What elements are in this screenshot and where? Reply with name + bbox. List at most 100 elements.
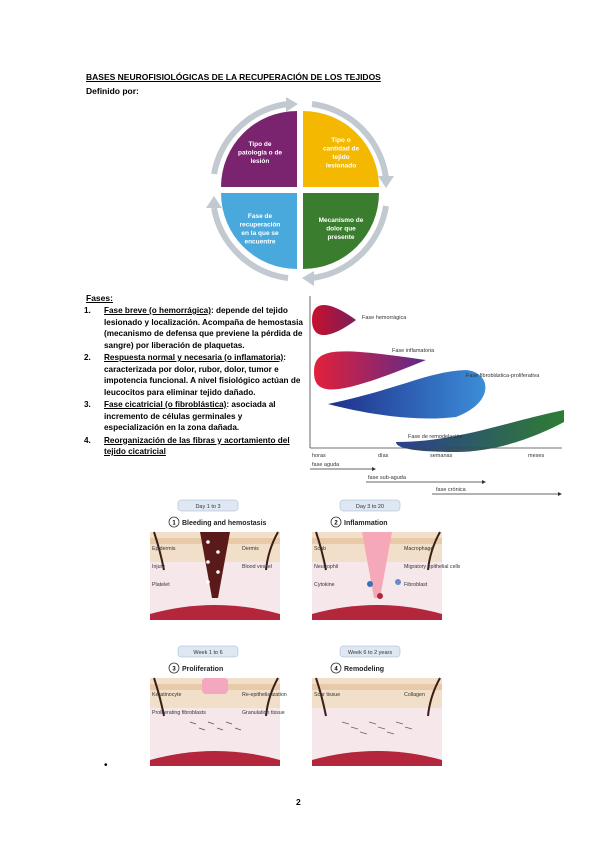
scab-wound [362,532,392,598]
platelet [206,540,210,544]
phase-shape-remodeling [396,410,564,452]
blood-vessel [312,751,442,766]
phase-number: 2. [84,353,91,362]
wound-healing-figure: Day 1 to 3 1 Bleeding and hemostasisEpider… [150,499,460,766]
arrow-head-bottom [302,271,314,286]
step-circle [330,516,342,528]
collagen-fiber [341,721,350,725]
phase-number: 3. [84,400,91,409]
healing-panel-1: Day 1 to 3 1 Bleeding and hemostasisEpider… [150,499,280,620]
collagen-fiber [350,726,359,730]
phase-description: : caracterizada por dolor, rubor, dolor,… [104,353,301,397]
phase-shape-fibroblastic [328,370,486,419]
panel-label: Fibroblast [404,582,428,588]
step-circle [168,516,180,528]
span-chronic-label: fase crónica [436,487,467,493]
wound-injury [200,532,230,598]
platelet [206,580,210,584]
panel-label: Scab [314,546,326,552]
span-subacute-label: fase sub-aguda [368,475,407,481]
panel-label: Granulation tissue [242,710,285,716]
duration-pill [339,499,401,512]
blood-vessel [312,605,442,620]
tick-days: días [378,453,389,459]
label-fibroblastic: Fase fibroblástica-proliferativa [466,373,540,379]
phase-number: 1. [84,306,91,315]
cycle-arrows [211,101,389,281]
phase-item: 1. Fase breve (o hemorrágica): depende de… [84,305,304,351]
panel-label: Re-epithelialization [242,692,287,698]
duration-label: Day 1 to 3 [195,504,220,510]
duration-label: Day 3 to 20 [356,504,384,510]
panel-label: Migratory epithelial cells [404,564,460,570]
panel-label: Proliferating fibroblasts [152,710,206,716]
label-remodeling: Fase de remodelación [408,434,462,440]
duration-pill [177,645,239,658]
phase-item: 4. Reorganización de las fibras y acortam… [84,435,304,458]
hair-right [265,677,279,717]
page-subtitle: Definido por: [86,86,139,96]
duration-pill [177,499,239,512]
page-number: 2 [296,797,301,807]
quadrant-pathology [221,111,297,187]
panel-label: Injury [152,564,165,570]
collagen-fiber [359,731,368,735]
duration-pill [339,645,401,658]
step-number: 1 [172,521,176,527]
label-hemorrhagic: Fase hemorrágica [362,315,407,321]
tick-hours: horas [312,453,326,459]
panel-label: Keratinocyte [152,692,181,698]
phase-description: : depende del tejido lesionado y localiz… [104,306,303,350]
phase-name: Reorganización de las fibras y acortamie… [104,435,290,457]
quadrant-tissue [303,111,379,187]
collagen-fiber [377,726,386,730]
hair-right [265,531,279,571]
phases-heading: Fases: [86,293,113,303]
panel-label: Cytokine [314,582,335,588]
platelet [216,570,220,574]
epidermis-band [312,684,442,690]
arrow-head-top [286,97,298,112]
fibroblast [216,727,224,731]
phase-shape-inflammatory [314,351,426,390]
duration-label: Week 6 to 2 years [348,650,392,656]
arrow-head-left [206,196,222,208]
cytokine [395,579,401,585]
hair-right [427,531,441,571]
macrophage [367,581,373,587]
phases-list: 1. Fase breve (o hemorrágica): depende de… [84,305,304,459]
phase-name: Fase cicatricial (o fibroblástica) [104,400,227,409]
platelet [216,550,220,554]
panel-label: Epidermis [152,546,176,552]
page-title: BASES NEUROFISIOLÓGICAS DE LA RECUPERACI… [86,72,381,82]
hair-left [315,531,327,571]
fibroblast [198,727,206,731]
panel-label: Collagen [404,692,425,698]
phase-name: Fase breve (o hemorrágica) [104,306,211,315]
phase-item: 3.Fase cicatricial (o fibroblástica): as… [84,399,304,434]
fibroblast [225,721,233,725]
panel-label: Dermis [242,546,259,552]
hair-left [315,677,327,717]
panel-title: Bleeding and hemostasis [182,520,267,527]
phase-shape-hemorrhagic [312,304,356,336]
platelet [206,560,210,564]
panel-title: Proliferation [182,666,223,673]
label-inflammatory: Fase inflamatoria [392,348,435,354]
panel-label: Blood vessel [242,564,272,570]
collagen-fiber [395,721,404,725]
healing-timeline-chart: Fase hemorrágica Fase inflamatoria Fase … [309,296,564,496]
quadrant-pain-mechanism [303,193,379,269]
step-circle [330,662,342,674]
phase-number: 4. [84,435,91,445]
phase-name: Respuesta normal y necesaria (o inflamat… [104,353,284,362]
panel-title: Remodeling [344,666,384,673]
panel-label: Scar tissue [314,692,340,698]
fibroblast [207,721,215,725]
